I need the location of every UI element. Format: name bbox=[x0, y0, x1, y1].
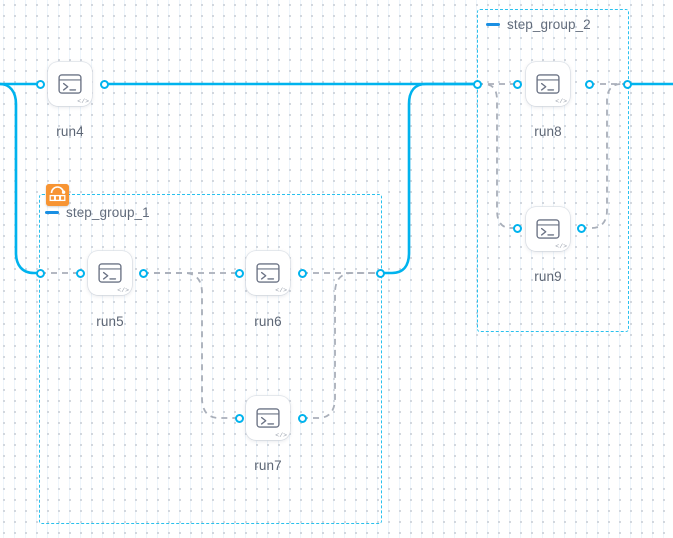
port-run7-in[interactable] bbox=[234, 413, 244, 423]
group-header-step_group_1[interactable]: step_group_1 bbox=[45, 205, 150, 220]
code-icon: </> bbox=[275, 431, 287, 439]
group-container-step_group_2[interactable] bbox=[477, 9, 629, 332]
code-icon: </> bbox=[555, 242, 567, 250]
group-label-step_group_1: step_group_1 bbox=[66, 205, 150, 220]
code-icon: </> bbox=[555, 97, 567, 105]
code-icon: </> bbox=[275, 286, 287, 294]
edge-left-to-group1 bbox=[0, 82, 40, 275]
port-run5-out[interactable] bbox=[138, 268, 148, 278]
node-label-run4: run4 bbox=[56, 124, 84, 139]
terminal-icon bbox=[98, 263, 122, 283]
port-run7-out[interactable] bbox=[297, 413, 307, 423]
minus-dash-icon[interactable] bbox=[486, 23, 500, 26]
node-label-run7: run7 bbox=[254, 458, 282, 473]
node-label-run9: run9 bbox=[534, 269, 562, 284]
port-run6-out[interactable] bbox=[297, 268, 307, 278]
terminal-icon bbox=[256, 263, 280, 283]
group-badge-step_group_1[interactable] bbox=[46, 184, 69, 206]
node-run7[interactable]: </> bbox=[246, 396, 290, 440]
node-run6[interactable]: </> bbox=[246, 251, 290, 295]
port-run4-in[interactable] bbox=[35, 79, 45, 89]
port-run4-out[interactable] bbox=[99, 79, 109, 89]
port-run9-in[interactable] bbox=[512, 223, 522, 233]
node-run5[interactable]: </> bbox=[88, 251, 132, 295]
port-group1-out[interactable] bbox=[375, 268, 385, 278]
node-label-run6: run6 bbox=[254, 314, 282, 329]
node-label-run8: run8 bbox=[534, 124, 562, 139]
node-run4[interactable]: </> bbox=[48, 62, 92, 106]
minus-dash-icon[interactable] bbox=[45, 211, 59, 214]
node-label-run5: run5 bbox=[96, 314, 124, 329]
port-run9-out[interactable] bbox=[576, 223, 586, 233]
code-icon: </> bbox=[77, 97, 89, 105]
port-run8-in[interactable] bbox=[512, 79, 522, 89]
node-run9[interactable]: </> bbox=[526, 207, 570, 251]
edge-group1-to-main-lane bbox=[380, 82, 477, 275]
port-run8-out[interactable] bbox=[584, 79, 594, 89]
terminal-icon bbox=[256, 408, 280, 428]
group-container-step_group_1[interactable] bbox=[39, 194, 382, 524]
port-run6-in[interactable] bbox=[234, 268, 244, 278]
group-header-step_group_2[interactable]: step_group_2 bbox=[486, 17, 591, 32]
workflow-group-icon bbox=[46, 184, 69, 206]
terminal-icon bbox=[536, 219, 560, 239]
port-group2-in[interactable] bbox=[472, 79, 482, 89]
port-run5-in[interactable] bbox=[75, 268, 85, 278]
code-icon: </> bbox=[117, 286, 129, 294]
port-group1-in[interactable] bbox=[35, 268, 45, 278]
terminal-icon bbox=[536, 74, 560, 94]
terminal-icon bbox=[58, 74, 82, 94]
port-group2-out[interactable] bbox=[622, 79, 632, 89]
node-run8[interactable]: </> bbox=[526, 62, 570, 106]
group-label-step_group_2: step_group_2 bbox=[507, 17, 591, 32]
